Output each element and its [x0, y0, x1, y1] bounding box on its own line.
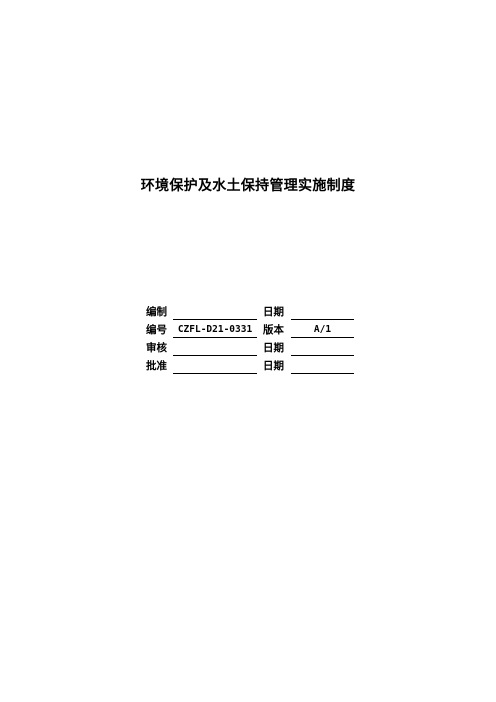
approval-form: 编制 日期 编号 CZFL-D21-0331 版本 A/1 审核 日期 批准 日… [146, 305, 361, 377]
compile-field [173, 305, 257, 320]
form-row-review: 审核 日期 [146, 341, 361, 359]
document-title: 环境保护及水土保持管理实施制度 [140, 178, 356, 194]
review-field [173, 341, 257, 356]
compile-date-label: 日期 [263, 306, 284, 318]
number-label: 编号 [146, 324, 167, 336]
form-row-compile: 编制 日期 [146, 305, 361, 323]
compile-label: 编制 [146, 306, 167, 318]
review-date-field [291, 341, 354, 356]
review-label: 审核 [146, 342, 167, 354]
compile-date-field [291, 305, 354, 320]
approve-field [173, 359, 257, 374]
approve-label: 批准 [146, 360, 167, 372]
number-field: CZFL-D21-0331 [173, 323, 257, 338]
version-field: A/1 [291, 323, 354, 338]
review-date-label: 日期 [263, 342, 284, 354]
version-label: 版本 [263, 324, 284, 336]
approve-date-field [291, 359, 354, 374]
form-row-approve: 批准 日期 [146, 359, 361, 377]
form-row-number: 编号 CZFL-D21-0331 版本 A/1 [146, 323, 361, 341]
approve-date-label: 日期 [263, 360, 284, 372]
